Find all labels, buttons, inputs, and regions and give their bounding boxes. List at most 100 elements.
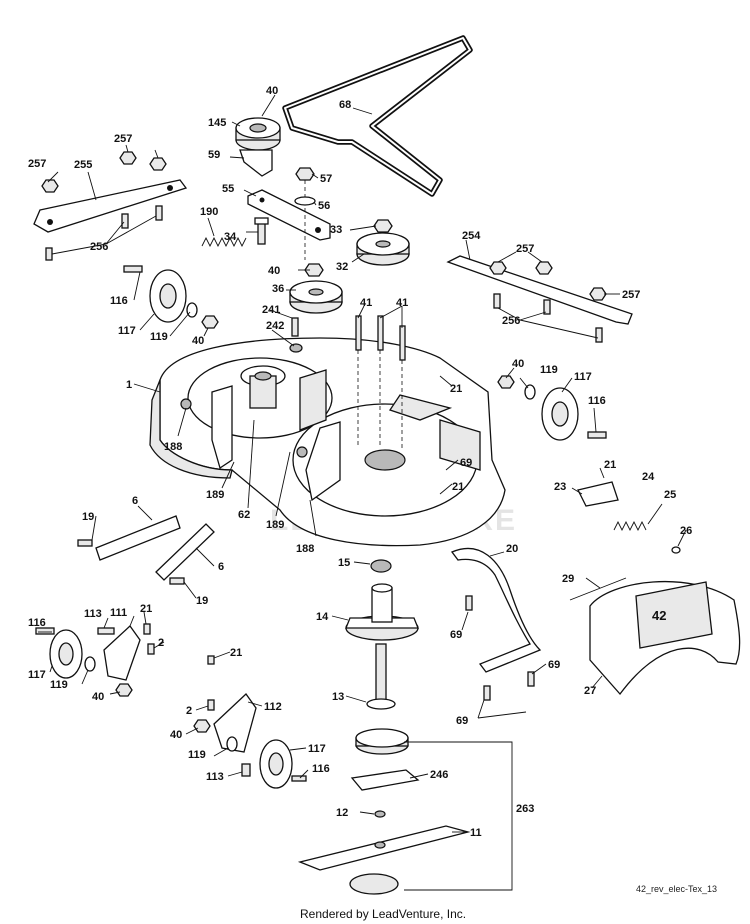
callout-56: 56 xyxy=(318,200,330,212)
callout-12: 12 xyxy=(336,807,348,819)
callout-11: 11 xyxy=(470,827,482,839)
rear-left-gauge-wheel xyxy=(123,265,219,329)
callout-68: 68 xyxy=(339,99,351,111)
callout-189: 189 xyxy=(206,489,224,501)
left-hanger-bar xyxy=(33,151,188,261)
deck-stabilizer-brackets xyxy=(77,515,215,585)
callout-246: 246 xyxy=(430,769,448,781)
callout-257: 257 xyxy=(516,243,534,255)
callout-20: 20 xyxy=(506,543,518,555)
callout-263: 263 xyxy=(516,803,534,815)
bolt-34 xyxy=(254,217,269,245)
callout-116: 116 xyxy=(588,395,606,407)
callout-27: 27 xyxy=(584,685,596,697)
callout-119: 119 xyxy=(50,679,68,691)
callout-34: 34 xyxy=(224,231,237,243)
callout-2: 2 xyxy=(158,637,164,649)
callout-119: 119 xyxy=(188,749,206,761)
callout-69: 69 xyxy=(548,659,560,671)
callout-21: 21 xyxy=(452,481,464,493)
callout-62: 62 xyxy=(238,509,250,521)
callout-256: 256 xyxy=(90,241,108,253)
callout-29: 29 xyxy=(562,573,574,585)
callout-57: 57 xyxy=(320,173,332,185)
callout-40: 40 xyxy=(192,335,204,347)
callout-21: 21 xyxy=(604,459,616,471)
callout-40: 40 xyxy=(266,85,278,97)
callout-257: 257 xyxy=(28,158,46,170)
part-number-callouts: 40 68 145 257 257 255 59 57 55 56 190 25… xyxy=(28,85,692,839)
callout-6: 6 xyxy=(132,495,138,507)
idler-bolt xyxy=(294,167,316,260)
callout-188: 188 xyxy=(164,441,182,453)
callout-32: 32 xyxy=(336,261,348,273)
idler-spring xyxy=(201,236,247,248)
blade-spindle-assembly xyxy=(345,559,419,710)
callout-14: 14 xyxy=(316,611,329,623)
idler-arm xyxy=(247,189,331,241)
callout-24: 24 xyxy=(642,471,655,483)
callout-21: 21 xyxy=(450,383,462,395)
callout-117: 117 xyxy=(28,669,46,681)
callout-33: 33 xyxy=(330,224,342,236)
callout-188: 188 xyxy=(296,543,314,555)
callout-40: 40 xyxy=(170,729,182,741)
callout-119: 119 xyxy=(150,331,168,343)
mower-deck-housing xyxy=(149,315,506,547)
callout-255: 255 xyxy=(74,159,92,171)
anti-scalp-rod xyxy=(450,547,542,701)
callout-119-rear-right: 119 xyxy=(540,364,558,376)
callout-41: 41 xyxy=(396,297,408,309)
callout-117: 117 xyxy=(574,371,592,383)
idler-pulley-assembly xyxy=(235,117,281,177)
callout-117: 117 xyxy=(308,743,326,755)
callout-41: 41 xyxy=(360,297,372,309)
callout-23: 23 xyxy=(554,481,566,493)
callout-69: 69 xyxy=(456,715,468,727)
diagram-reference-code: 42_rev_elec-Tex_13 xyxy=(636,884,717,894)
drive-belt xyxy=(282,35,473,197)
callout-254: 254 xyxy=(462,230,481,242)
callout-21: 21 xyxy=(140,603,152,615)
discharge-chute: 42 xyxy=(569,481,741,696)
callout-40: 40 xyxy=(512,358,524,370)
callout-69: 69 xyxy=(460,457,472,469)
callout-69: 69 xyxy=(450,629,462,641)
callout-257: 257 xyxy=(114,133,132,145)
callout-26: 26 xyxy=(680,525,692,537)
callout-36: 36 xyxy=(272,283,284,295)
callout-112: 112 xyxy=(264,701,282,713)
callout-6: 6 xyxy=(218,561,224,573)
front-left-gauge-wheel xyxy=(35,623,155,697)
spindle-pulley-32 xyxy=(356,219,410,266)
callout-189: 189 xyxy=(266,519,284,531)
blade-adapter-group xyxy=(297,728,513,895)
callout-113: 113 xyxy=(206,771,224,783)
callout-leader-lines xyxy=(38,94,687,833)
callout-117: 117 xyxy=(118,325,136,337)
rendered-by-footer: Rendered by LeadVenture, Inc. xyxy=(300,907,466,921)
callout-111: 111 xyxy=(110,607,127,619)
callout-21: 21 xyxy=(230,647,242,659)
callout-257: 257 xyxy=(622,289,640,301)
callout-40: 40 xyxy=(268,265,280,277)
callout-13: 13 xyxy=(332,691,344,703)
callout-40: 40 xyxy=(92,691,104,703)
callout-241: 241 xyxy=(262,304,280,316)
front-right-gauge-wheel xyxy=(193,655,307,789)
callout-113: 113 xyxy=(84,608,102,620)
callout-25: 25 xyxy=(664,489,676,501)
callout-190: 190 xyxy=(200,206,218,218)
callout-116: 116 xyxy=(28,617,46,629)
callout-1: 1 xyxy=(126,379,132,391)
callout-55: 55 xyxy=(222,183,234,195)
rear-right-gauge-wheel xyxy=(497,375,607,441)
callout-145: 145 xyxy=(208,117,226,129)
callout-2: 2 xyxy=(186,705,192,717)
callout-19: 19 xyxy=(196,595,208,607)
callout-242: 242 xyxy=(266,320,284,332)
deck-size-badge: 42 xyxy=(652,608,666,623)
callout-15: 15 xyxy=(338,557,350,569)
callout-19: 19 xyxy=(82,511,94,523)
